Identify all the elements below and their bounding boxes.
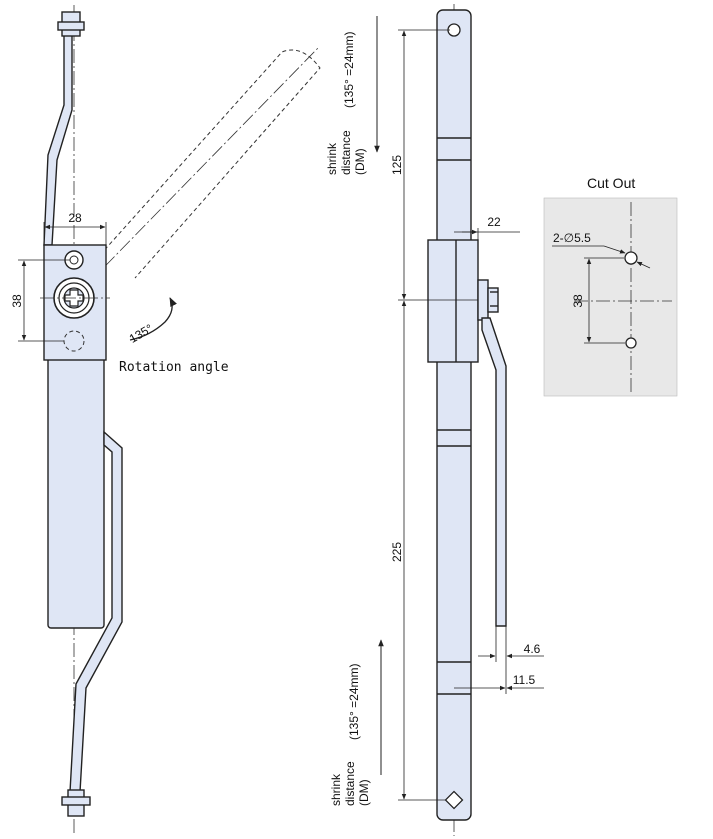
offset-dim-label: 22 xyxy=(487,215,501,229)
shrink-top-value: (135° =24mm) xyxy=(342,32,356,109)
rotated-handle-ghost xyxy=(73,47,321,299)
shrink-bottom-value: (135° =24mm) xyxy=(347,664,361,741)
shrink-distance-bottom: shrink distance (DM) (135° =24mm) xyxy=(329,639,384,806)
rotation-angle-label: Rotation angle xyxy=(119,360,229,375)
lock-cylinder-side xyxy=(477,279,489,321)
height-dim-label: 38 xyxy=(10,294,24,308)
depth-dim-label: 11.5 xyxy=(513,673,536,687)
cutout-view: Cut Out 2-∅5.5 38 xyxy=(543,175,678,397)
handle-body xyxy=(47,349,105,629)
hole-spacing-label: 38 xyxy=(571,294,585,308)
shrink-top-line3: (DM) xyxy=(353,148,367,175)
thickness-dim-label: 4.6 xyxy=(524,642,541,656)
cutout-hole-bottom xyxy=(625,337,637,349)
shrink-bottom-line1: shrink xyxy=(329,773,343,806)
rotation-arrow xyxy=(129,297,177,341)
left-view: 28 38 135° Rotation angle xyxy=(10,5,321,835)
hole-size-label: 2-∅5.5 xyxy=(553,231,591,245)
width-dim-label: 28 xyxy=(68,211,82,225)
upper-rod-screw xyxy=(57,21,85,31)
cutout-hole-top xyxy=(624,251,638,265)
upper-length-label: 125 xyxy=(390,155,404,175)
main-bar xyxy=(436,9,472,821)
cutout-panel xyxy=(543,197,678,397)
lower-length-label: 225 xyxy=(390,542,404,562)
middle-view: 22 125 225 4.6 11.5 shrink distance (DM)… xyxy=(325,4,544,836)
shrink-bottom-line3: (DM) xyxy=(357,779,371,806)
shrink-top-line1: shrink xyxy=(325,142,339,175)
cutout-title: Cut Out xyxy=(587,175,635,191)
bottom-square-hole xyxy=(444,790,464,810)
lock-head-side xyxy=(487,287,499,313)
rotation-angle-value: 135° xyxy=(127,321,156,346)
handle-side xyxy=(481,317,507,627)
shrink-top-line2: distance xyxy=(339,130,353,175)
shrink-bottom-line2: distance xyxy=(343,761,357,806)
shrink-distance-top: shrink distance (DM) (135° =24mm) xyxy=(325,16,380,175)
side-housing xyxy=(427,239,479,363)
lower-rod-screw xyxy=(61,796,91,806)
